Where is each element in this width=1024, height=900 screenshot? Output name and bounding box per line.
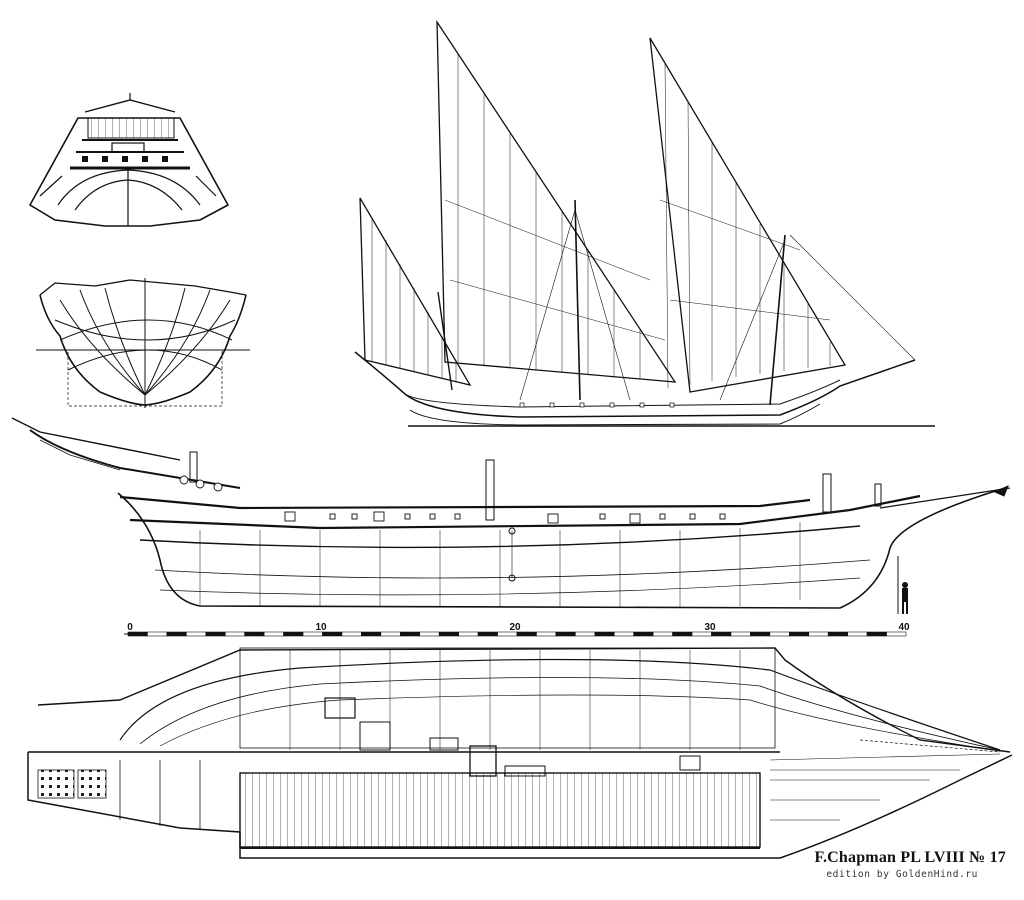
- scale-bar-segments: [127, 631, 907, 637]
- scale-segment: [808, 631, 829, 637]
- scale-segment: [827, 631, 848, 637]
- sheer-profile: [11, 417, 1011, 614]
- scale-segment: [458, 631, 479, 637]
- deck-plan: [27, 647, 1013, 859]
- scale-segment: [613, 631, 635, 637]
- scale-segment: [575, 631, 596, 637]
- body-plan: [36, 278, 250, 408]
- scale-segment: [750, 631, 771, 637]
- scale-segment: [769, 631, 790, 637]
- scale-bar: 0 10 20 30 40: [124, 622, 910, 637]
- scale-label-10: 10: [315, 622, 327, 633]
- scale-segment: [186, 631, 207, 637]
- scale-segment: [730, 631, 751, 637]
- scale-segment: [419, 631, 440, 637]
- scale-segment: [633, 631, 654, 637]
- scale-segment: [166, 631, 187, 637]
- sail-plan: [354, 19, 935, 427]
- scale-segment: [147, 631, 168, 637]
- scale-segment: [477, 631, 498, 637]
- scale-segment: [886, 631, 907, 637]
- scale-segment: [594, 631, 615, 637]
- scale-segment: [536, 631, 557, 637]
- scale-segment: [847, 631, 868, 637]
- stern-view: [28, 93, 230, 227]
- scale-segment: [224, 631, 246, 637]
- scale-segment: [341, 631, 362, 637]
- scale-segment: [205, 631, 226, 637]
- scale-label-0: 0: [127, 622, 133, 633]
- scale-segment: [244, 631, 265, 637]
- scale-segment: [866, 631, 887, 637]
- human-figure-icon: [902, 582, 908, 614]
- scale-segment: [438, 631, 459, 637]
- scale-label-30: 30: [704, 622, 716, 633]
- scale-segment: [652, 631, 673, 637]
- scale-segment: [263, 631, 284, 637]
- scale-segment: [672, 631, 693, 637]
- scale-segment: [283, 631, 304, 637]
- plate-title: F.Chapman PL LVIII № 17: [814, 849, 1006, 866]
- scale-segment: [361, 631, 382, 637]
- scale-label-40: 40: [898, 622, 910, 633]
- scale-segment: [555, 631, 576, 637]
- scale-segment: [380, 631, 401, 637]
- plate-credit: edition by GoldenHind.ru: [826, 869, 978, 880]
- scale-segment: [788, 631, 810, 637]
- scale-segment: [399, 631, 421, 637]
- scale-label-20: 20: [509, 622, 521, 633]
